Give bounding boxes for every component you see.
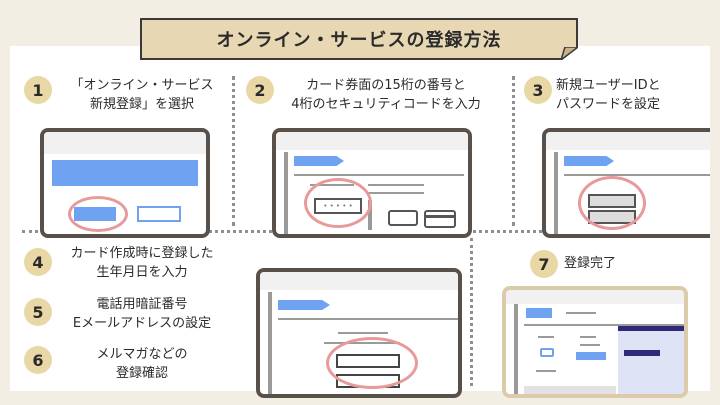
secondary-button[interactable] [137,206,181,222]
step-caption: 登録完了 [564,256,617,271]
divider [564,174,710,176]
step-number-badge: 2 [246,76,274,104]
step-number-badge: 1 [24,76,52,104]
step-screen-mockup [502,286,688,398]
header-bar [44,132,206,154]
text-line [368,184,424,186]
page-title-text: オンライン・サービスの登録方法 [216,30,502,51]
card-icon [424,210,456,228]
separator [512,76,515,226]
highlight-ring [304,178,372,228]
step-caption: 「オンライン・サービス 新規登録」を選択 [70,78,214,112]
header-bar [260,272,458,290]
security-code-field[interactable] [388,210,418,226]
highlight-ring [68,196,128,232]
divider [278,318,458,320]
header-bar [546,132,710,150]
divider [514,304,518,394]
step-number-badge: 4 [24,248,52,276]
divider [524,324,684,326]
nav-arrow-tab [294,156,344,166]
page-title: オンライン・サービスの登録方法 [140,18,578,60]
panel-header [618,326,684,331]
nav-tab [526,308,552,318]
blue-banner [52,160,198,186]
step-caption: 電話用暗証番号 Eメールアドレスの設定 [72,297,212,331]
text-line [580,344,600,346]
banner-fold-icon [561,47,578,60]
text-line [338,332,388,334]
nav-arrow-tab [564,156,614,166]
step-caption: 新規ユーザーIDと パスワードを設定 [556,78,661,112]
step-number-badge: 7 [530,250,558,278]
header-bar [506,290,684,304]
text-line [536,370,556,372]
step-number-badge: 6 [24,346,52,374]
nav-arrow-tab [278,300,330,310]
divider [294,174,464,176]
step-caption: カード券面の15桁の番号と 4桁のセキュリティコードを入力 [291,78,481,112]
mypage-button[interactable] [576,352,606,360]
text-line [368,192,424,194]
header-bar [276,132,468,150]
step-screen-mockup: • • • • • [272,128,472,238]
side-panel [618,326,684,394]
separator [470,238,473,386]
step-caption: メルマガなどの 登録確認 [96,347,188,381]
text-line [566,312,596,314]
footer-block [524,386,616,394]
highlight-ring [578,176,646,230]
step-caption: カード作成時に登録した 生年月日を入力 [70,246,214,280]
separator [232,76,235,226]
panel-button[interactable] [624,350,660,356]
divider [284,152,288,234]
step-number-badge: 3 [524,76,552,104]
highlight-ring [326,337,418,389]
status-indicator [540,348,554,357]
text-line [368,200,372,230]
text-line [580,336,596,338]
text-line [538,336,554,338]
divider [554,152,558,234]
divider [268,292,272,394]
step-number-badge: 5 [24,298,52,326]
